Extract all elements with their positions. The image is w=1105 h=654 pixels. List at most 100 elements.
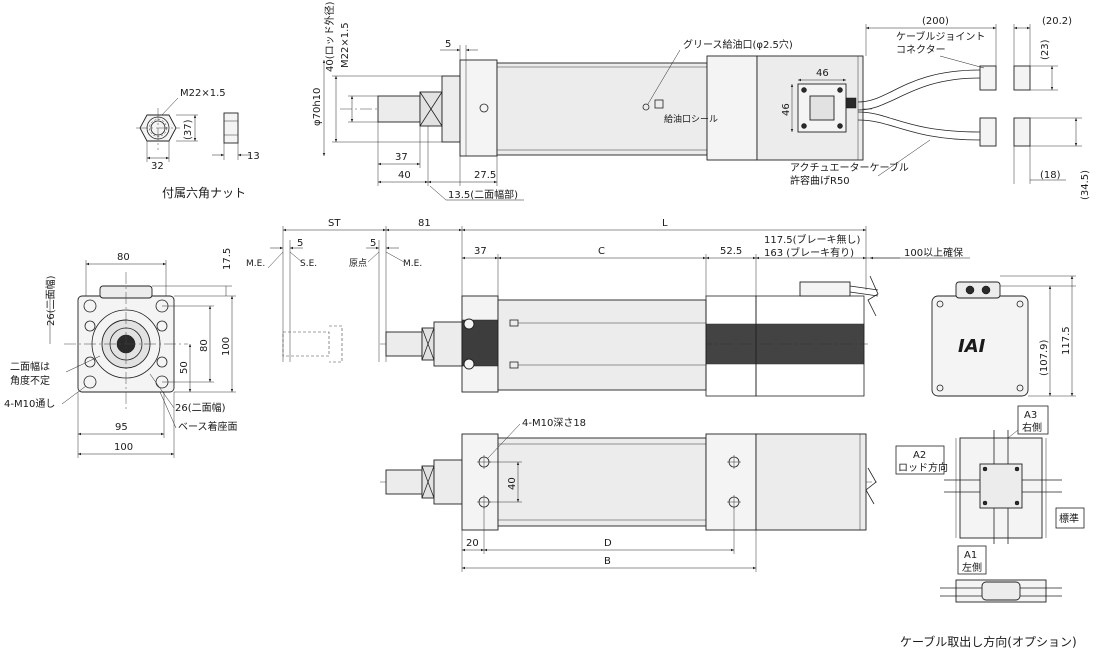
side-break-mark bbox=[867, 275, 879, 317]
front-hole-ml2 bbox=[84, 356, 96, 368]
end-connector bbox=[955, 281, 1001, 299]
bottom-flange bbox=[461, 433, 499, 531]
front-dim-80-top: 80 bbox=[117, 252, 130, 263]
side-bolt-1 bbox=[463, 318, 475, 330]
cable-lower-1 bbox=[857, 111, 981, 133]
front-dim-26-left: 26(二面幅) bbox=[44, 275, 57, 326]
front-hole-tl bbox=[83, 299, 97, 313]
bottom-motor-front bbox=[705, 433, 757, 531]
top-dim-thread: M22×1.5 bbox=[340, 22, 351, 68]
options-caption: ケーブル取出し方向(オプション) bbox=[900, 634, 1077, 649]
connector-screw-1 bbox=[801, 87, 807, 93]
nut-dim-37: (37) bbox=[183, 119, 194, 140]
options-box-a3 bbox=[1017, 405, 1049, 435]
nut-thread-label: M22×1.5 bbox=[180, 88, 226, 99]
side-cable-stub bbox=[849, 285, 879, 297]
stroke-dim-5b: 5 bbox=[370, 238, 376, 249]
top-flats-x2 bbox=[419, 91, 443, 127]
cable-joint-upper-mate bbox=[1013, 65, 1031, 91]
options-screw-1 bbox=[982, 466, 988, 472]
front-flats-leader bbox=[65, 355, 101, 373]
stroke-ghost-rod bbox=[282, 331, 330, 357]
options-cable-a1 bbox=[993, 508, 1009, 544]
front-label-base: ベース着座面 bbox=[178, 420, 238, 433]
bottom-dim-20: 20 bbox=[466, 538, 479, 549]
connector-screw-3 bbox=[801, 123, 807, 129]
end-screw-br bbox=[1016, 384, 1024, 392]
bottom-dim-d: D bbox=[604, 538, 612, 549]
end-view: IAI (107.9) 117.5 bbox=[931, 275, 1076, 397]
top-dim-200: (200) bbox=[922, 16, 949, 27]
actuator-cable-leader bbox=[877, 139, 931, 177]
connector-screw-4 bbox=[837, 123, 843, 129]
top-dim-dia70: φ70h10 bbox=[312, 88, 323, 126]
grease-port bbox=[642, 103, 650, 111]
front-hole-mr bbox=[156, 320, 168, 332]
nut-caption: 付属六角ナット bbox=[162, 186, 246, 200]
options-box-a1 bbox=[957, 545, 987, 575]
bottom-break-mark bbox=[865, 467, 877, 505]
stroke-me-left: M.E. bbox=[246, 259, 265, 269]
actuator-cable-label-1: アクチュエーターケーブル bbox=[790, 161, 909, 174]
hex-nut-side-shape bbox=[223, 112, 239, 144]
cable-joint-label-1: ケーブルジョイント bbox=[896, 30, 985, 43]
options-a3-2: 右側 bbox=[1022, 421, 1042, 434]
options-cable-a2 bbox=[944, 479, 980, 493]
front-dim-80-right: 80 bbox=[199, 339, 210, 352]
cable-upper-1 bbox=[857, 69, 981, 103]
end-screw-bl bbox=[936, 384, 944, 392]
bottom-view: 4-M10深さ18 40 20 D B bbox=[380, 417, 880, 572]
front-dim-26-bottom-leader bbox=[149, 373, 175, 409]
cable-joint-leader bbox=[939, 55, 985, 69]
top-dim-13-5-leader bbox=[429, 185, 447, 201]
stroke-dim-l: L bbox=[662, 218, 668, 229]
front-dim-17-5: 17.5 bbox=[222, 248, 233, 270]
top-dim-18: (18) bbox=[1040, 170, 1061, 181]
bottom-label-tapped: 4-M10深さ18 bbox=[522, 417, 586, 429]
stroke-me-right: M.E. bbox=[403, 259, 422, 269]
stroke-origin: 原点 bbox=[349, 258, 367, 269]
options-box-a2 bbox=[895, 445, 945, 475]
stroke-se: S.E. bbox=[300, 259, 317, 269]
connector-screw-2 bbox=[837, 87, 843, 93]
front-dim-95: 95 bbox=[115, 422, 128, 433]
options-screw-3 bbox=[982, 500, 988, 506]
options-a2-2: ロッド方向 bbox=[898, 461, 948, 474]
top-rod bbox=[377, 95, 421, 123]
front-hole-bl bbox=[83, 375, 97, 389]
options-cable-a3 bbox=[993, 430, 1009, 464]
front-label-flats-1: 二面幅は bbox=[10, 360, 50, 373]
top-dim-34-5: (34.5) bbox=[1080, 170, 1091, 200]
stroke-origin-leader bbox=[367, 251, 380, 263]
stroke-ghost-collar bbox=[329, 325, 343, 363]
bottom-tapped-leader bbox=[487, 423, 521, 459]
options-a3-leader bbox=[1007, 429, 1019, 439]
seal-label: 給油口シール bbox=[664, 113, 718, 125]
side-dim-52-5: 52.5 bbox=[720, 246, 742, 257]
top-dim-46-h: 46 bbox=[816, 68, 829, 79]
bottom-motor-rear bbox=[755, 433, 867, 531]
side-connector bbox=[799, 281, 851, 297]
bottom-dim-40: 40 bbox=[507, 477, 518, 490]
actuator-cable-label-2: 許容曲げR50 bbox=[790, 174, 850, 187]
top-dim-rod-od: 40(ロッド外径) bbox=[323, 1, 336, 72]
end-connector-port-1 bbox=[965, 285, 975, 295]
connector-logo-plate bbox=[809, 95, 835, 121]
side-rod bbox=[385, 331, 423, 357]
front-dim-100-right: 100 bbox=[221, 337, 232, 356]
top-dim-5: 5 bbox=[445, 39, 451, 50]
grease-leader bbox=[647, 49, 681, 105]
grease-label: グリース給油口(φ2.5穴) bbox=[683, 38, 793, 51]
grease-seal bbox=[654, 99, 664, 109]
stroke-dim-81: 81 bbox=[418, 218, 431, 229]
top-front-collar bbox=[441, 75, 461, 143]
cable-joint-lower-mate bbox=[1013, 117, 1031, 147]
front-label-flats-2: 角度不定 bbox=[10, 374, 50, 387]
hex-nut-view: M22×1.5 (37) 32 13 付属六角ナット bbox=[136, 88, 260, 200]
options-box-standard bbox=[1055, 507, 1085, 529]
bottom-flats-x2 bbox=[421, 465, 435, 499]
cable-options-view: A3 右側 A2 ロッド方向 標準 A1 左側 ケーブル取出し方向(オプション) bbox=[895, 405, 1085, 649]
side-clearance: 100以上確保 bbox=[904, 246, 963, 259]
side-flats-x2 bbox=[421, 327, 435, 361]
options-standard: 標準 bbox=[1059, 512, 1079, 525]
